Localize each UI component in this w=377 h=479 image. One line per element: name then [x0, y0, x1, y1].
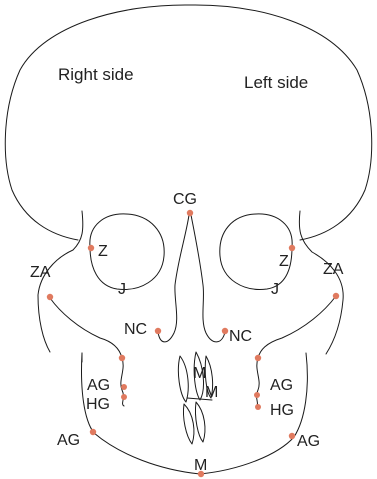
- nasal-bridge-left: [191, 215, 225, 342]
- left-cheek-inner: [258, 296, 336, 358]
- tooth-1: [178, 356, 188, 402]
- label-m-bottom: M: [194, 457, 207, 474]
- landmark-nc-right: [155, 328, 161, 334]
- landmark-za-left: [333, 293, 339, 299]
- label-ag-upper-left: AG: [270, 377, 293, 394]
- landmark-cg: [187, 210, 193, 216]
- right-cheek-inner: [50, 298, 122, 358]
- label-left-side: Left side: [244, 73, 308, 92]
- landmark-ag-lower-right: [90, 429, 96, 435]
- nasal-bridge-right: [158, 215, 189, 342]
- landmark-z-left: [289, 245, 295, 251]
- left-orbit: [220, 214, 292, 290]
- right-cheek-contour: [38, 211, 83, 352]
- landmark-ag-upper-right: [119, 355, 125, 361]
- label-ag-lower-right: AG: [57, 432, 80, 449]
- label-j-right: J: [118, 281, 126, 298]
- landmark-nc-left: [222, 328, 228, 334]
- landmark-hg-right-1: [121, 384, 127, 390]
- label-m-upper-2: M: [205, 384, 218, 401]
- label-z-left: Z: [279, 253, 289, 270]
- tooth-4: [183, 404, 193, 444]
- label-z-right: Z: [98, 243, 108, 260]
- label-za-right: ZA: [30, 264, 51, 281]
- landmark-hg-right-2: [121, 394, 127, 400]
- label-m-upper-1: M: [193, 365, 206, 382]
- landmark-z-right: [88, 245, 94, 251]
- label-nc-left: NC: [229, 328, 252, 345]
- tooth-5: [195, 402, 204, 442]
- label-ag-lower-left: AG: [297, 433, 320, 450]
- landmark-ag-upper-left: [255, 355, 261, 361]
- label-hg-right: HG: [86, 396, 110, 413]
- landmark-points: [47, 210, 339, 477]
- landmark-za-right: [47, 294, 53, 300]
- landmark-hg-left-2: [255, 404, 261, 410]
- label-j-left: J: [271, 281, 279, 298]
- landmark-ag-lower-left: [289, 433, 295, 439]
- label-cg: CG: [173, 191, 197, 208]
- label-hg-left: HG: [270, 402, 294, 419]
- landmark-hg-left-1: [254, 392, 260, 398]
- label-za-left: ZA: [323, 261, 344, 278]
- label-ag-upper-right: AG: [87, 377, 110, 394]
- label-right-side: Right side: [58, 65, 134, 84]
- label-nc-right: NC: [124, 321, 147, 338]
- left-maxilla-edge: [256, 358, 259, 406]
- left-cheek-contour: [299, 211, 343, 354]
